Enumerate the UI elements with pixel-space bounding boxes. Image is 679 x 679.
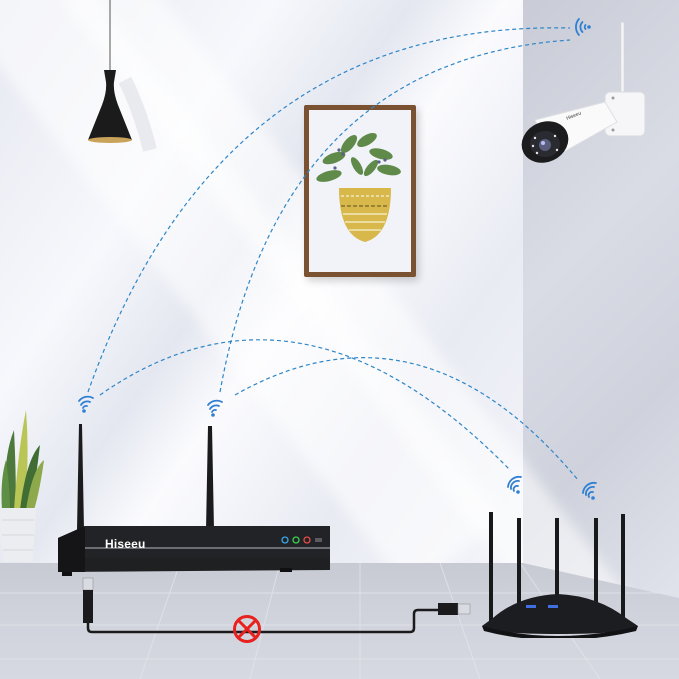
wifi-signal-icon: [575, 18, 591, 36]
prohibited-icon: [233, 615, 261, 643]
camera-brand-logo: Hiseeu: [566, 110, 583, 121]
bullet-camera: Hiseeu: [521, 21, 646, 163]
wifi-router: [482, 512, 638, 638]
wifi-signal-icon: [78, 395, 94, 413]
nvr-brand-logo: Hiseeu: [105, 537, 146, 551]
nvr-recorder: [58, 424, 330, 576]
wifi-signal-icon: [582, 481, 597, 500]
wifi-signal-icon: [507, 475, 522, 494]
ethernet-cable: [82, 577, 471, 634]
wifi-signal-icon: [207, 399, 223, 417]
snake-plant: [0, 410, 44, 562]
picture-frame: [304, 105, 416, 277]
pendant-lamp: [88, 0, 157, 152]
potted-plant-artwork: [316, 133, 401, 242]
floor-tiles: [0, 563, 679, 679]
